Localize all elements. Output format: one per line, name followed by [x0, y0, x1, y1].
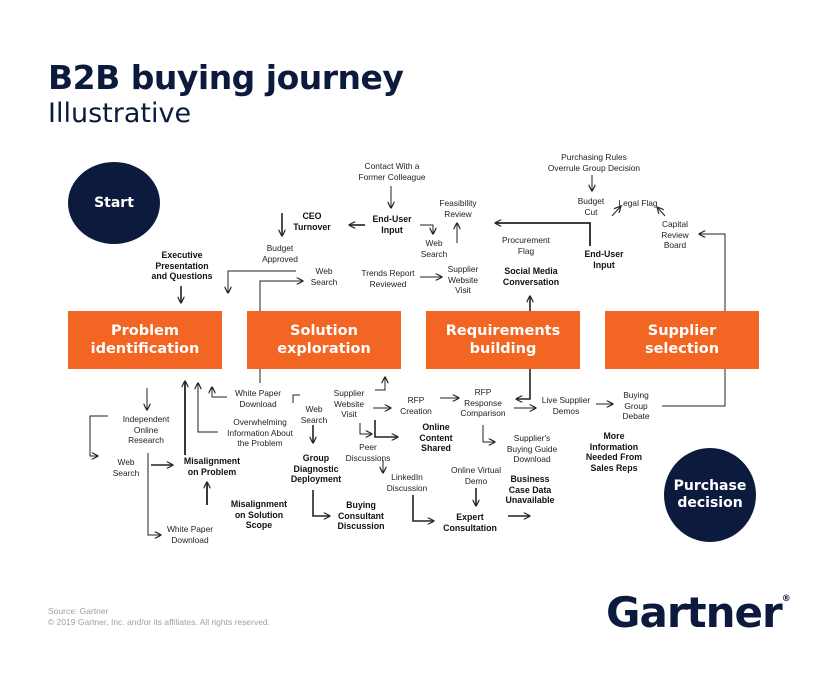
label-rfp-response-comparison: RFP Response Comparison	[460, 387, 506, 418]
label-linkedin-discussion: LinkedIn Discussion	[386, 472, 428, 493]
label-web-search-3: Web Search	[112, 457, 140, 478]
label-ceo-turnover: CEO Turnover	[293, 211, 331, 232]
label-end-user-input-2: End-User Input	[584, 249, 624, 270]
label-legal-flag: Legal Flag	[618, 198, 658, 208]
label-end-user-input: End-User Input	[372, 214, 412, 235]
logo-text: Gartner	[606, 588, 783, 637]
stage-supplier-selection: Supplier selection	[605, 311, 759, 369]
start-node: Start	[68, 162, 160, 244]
stage-label: Supplier selection	[644, 323, 720, 357]
label-social-media-conversation: Social Media Conversation	[502, 266, 560, 287]
arrow-enduser2-to-enduser	[496, 223, 591, 246]
arrow-overwhelming-up	[198, 384, 218, 433]
label-business-case-unavailable: Business Case Data Unavailable	[505, 474, 555, 505]
arrow-linkedin-to-expert	[412, 495, 433, 521]
label-rfp-creation: RFP Creation	[400, 395, 432, 416]
purchase-decision-node: Purchase decision	[664, 448, 756, 542]
arrow-solution-to-websearch	[259, 281, 302, 311]
gartner-logo: Gartner®	[606, 588, 791, 637]
label-supplier-website-visit-2: Supplier Website Visit	[333, 388, 365, 419]
arrow-requirements-to-comparison	[517, 369, 531, 399]
copyright-text: © 2019 Gartner, Inc. and/or its affiliat…	[48, 617, 271, 627]
arrow-supplier2-to-online	[374, 420, 397, 437]
source-note: Source: Gartner © 2019 Gartner, Inc. and…	[48, 606, 270, 628]
arrow-comparison-to-guide	[482, 425, 494, 442]
arrow-budgetcut-to-legal	[611, 207, 620, 217]
stage-label: Solution exploration	[277, 323, 371, 357]
arrow-diagnostic-to-consultant	[312, 490, 329, 516]
label-group-diagnostic: Group Diagnostic Deployment	[290, 453, 342, 484]
label-independent-research: Independent Online Research	[122, 414, 170, 445]
label-misalignment-on-scope: Misalignment on Solution Scope	[230, 499, 288, 530]
label-purchasing-rules: Purchasing Rules Overrule Group Decision	[547, 152, 641, 173]
label-contact-former-colleague: Contact With a Former Colleague	[358, 161, 426, 182]
stage-label: Requirements building	[445, 323, 561, 357]
label-web-search-2: Web Search	[310, 266, 338, 287]
label-budget-cut: Budget Cut	[577, 196, 605, 217]
label-live-supplier-demos: Live Supplier Demos	[541, 395, 591, 416]
label-expert-consultation: Expert Consultation	[443, 512, 497, 533]
label-buying-consultant: Buying Consultant Discussion	[337, 500, 385, 531]
label-more-information-needed: More Information Needed From Sales Reps	[585, 431, 643, 473]
label-peer-discussions: Peer Discussions	[345, 442, 391, 463]
arrow-websearch2-left	[228, 270, 296, 292]
label-executive-presentation: Executive Presentation and Questions	[151, 250, 213, 281]
label-feasibility-review: Feasibility Review	[439, 198, 477, 219]
purchase-decision-label: Purchase decision	[673, 478, 747, 511]
source-text: Source: Gartner	[48, 606, 109, 616]
label-supplier-website-visit: Supplier Website Visit	[447, 264, 479, 295]
label-trends-report: Trends Report Reviewed	[361, 268, 415, 289]
arrow-debate-to-supplier	[662, 369, 726, 407]
start-label: Start	[94, 195, 134, 211]
label-capital-review-board: Capital Review Board	[661, 219, 689, 250]
label-misalignment-on-problem: Misalignment on Problem	[183, 456, 241, 477]
label-budget-approved: Budget Approved	[262, 243, 298, 264]
label-buying-guide-download: Supplier's Buying Guide Download	[506, 433, 558, 464]
logo-mark: ®	[781, 594, 791, 604]
stage-requirements-building: Requirements building	[426, 311, 580, 369]
label-overwhelming-information: Overwhelming Information About the Probl…	[227, 417, 293, 448]
stage-label: Problem identification	[90, 323, 200, 357]
arrow-capital-to-legal	[658, 208, 666, 217]
label-web-search: Web Search	[420, 238, 448, 259]
label-white-paper-download: White Paper Download	[166, 524, 214, 545]
arrow-research-to-whitepaper	[147, 453, 160, 535]
arrow-supplier2-to-peer	[359, 423, 371, 434]
page-subtitle: Illustrative	[48, 98, 192, 129]
arrow-websearch4-up	[292, 394, 300, 403]
stage-problem-identification: Problem identification	[68, 311, 222, 369]
label-web-search-4: Web Search	[300, 404, 328, 425]
arrow-supplier2-up	[375, 378, 385, 391]
label-online-virtual-demo: Online Virtual Demo	[450, 465, 502, 486]
page-title: B2B buying journey	[48, 58, 404, 97]
stage-solution-exploration: Solution exploration	[247, 311, 401, 369]
label-white-paper-download-2: White Paper Download	[234, 388, 282, 409]
label-online-content-shared: Online Content Shared	[419, 422, 453, 453]
label-procurement-flag: Procurement Flag	[502, 235, 550, 256]
arrow-whitepaper-up	[212, 388, 227, 398]
arrow-research-to-websearch	[89, 415, 108, 456]
label-buying-group-debate: Buying Group Debate	[622, 390, 650, 421]
arrow-supplier-to-capital	[700, 234, 726, 311]
arrow-enduser-to-websearch	[420, 224, 433, 233]
